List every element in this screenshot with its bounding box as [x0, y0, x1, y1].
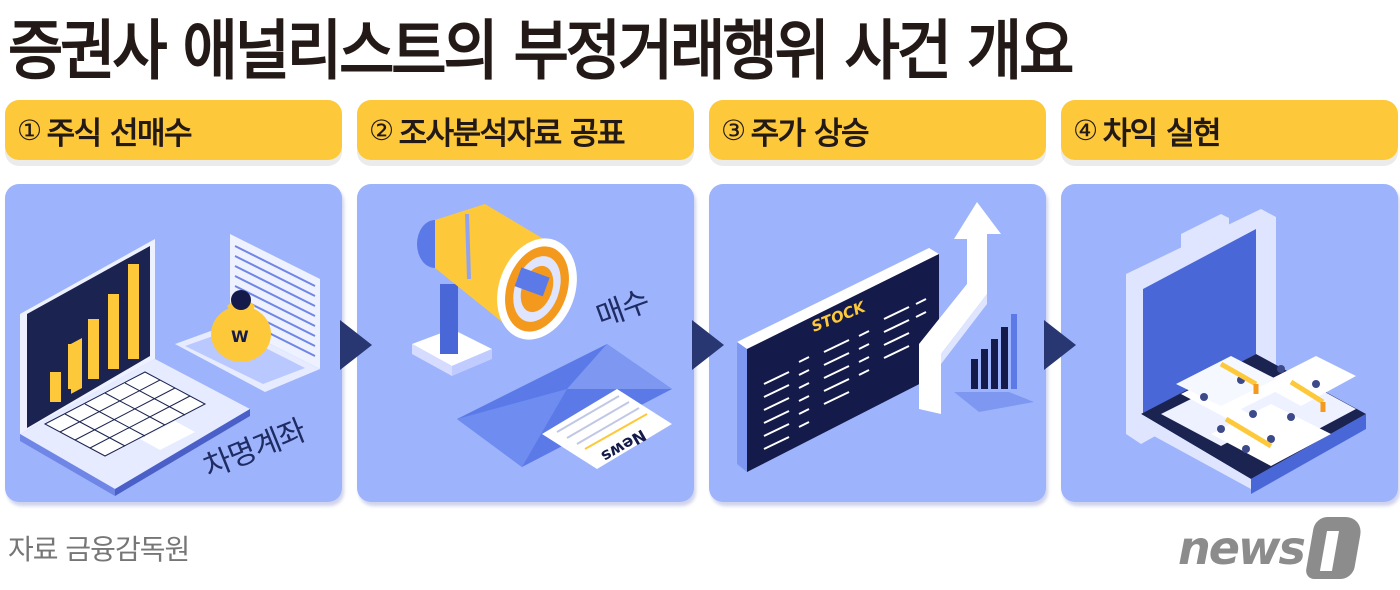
- step-banner-4: ④ 차익 실현: [1061, 100, 1398, 160]
- step-banner-3: ③ 주가 상승: [709, 100, 1046, 160]
- step-card-2: News 매수: [357, 184, 694, 502]
- step-number: ④: [1073, 113, 1098, 147]
- step-number: ①: [17, 113, 42, 147]
- megaphone-icon: News: [412, 204, 672, 469]
- step-banner-1: ① 주식 선매수: [5, 100, 342, 160]
- source-credit: 자료 금융감독원: [8, 533, 190, 566]
- logo-digit-icon: [1304, 517, 1364, 579]
- svg-text:W: W: [231, 327, 249, 346]
- flow-arrow-icon: [340, 320, 372, 370]
- step-label: 주식 선매수: [46, 115, 193, 152]
- step-number: ③: [721, 113, 746, 147]
- step-label: 조사분석자료 공표: [398, 115, 626, 152]
- step-number: ②: [369, 113, 394, 147]
- laptop-chart-icon: W: [20, 234, 320, 496]
- logo-text: news: [1178, 521, 1306, 575]
- step-label: 차익 실현: [1102, 115, 1222, 152]
- flow-arrow-icon: [692, 320, 724, 370]
- page-title: 증권사 애널리스트의 부정거래행위 사건 개요: [8, 13, 1074, 89]
- news1-logo: news: [1178, 517, 1364, 579]
- flow-arrow-icon: [1044, 320, 1076, 370]
- step-card-1: W 차명계좌: [5, 184, 342, 502]
- stock-board-icon: STOCK: [737, 202, 1034, 472]
- step-card-4: [1061, 184, 1398, 502]
- briefcase-cash-icon: [1126, 209, 1366, 494]
- step-card-3: STOCK: [709, 184, 1046, 502]
- step-banner-2: ② 조사분석자료 공표: [357, 100, 694, 160]
- step-label: 주가 상승: [750, 115, 870, 152]
